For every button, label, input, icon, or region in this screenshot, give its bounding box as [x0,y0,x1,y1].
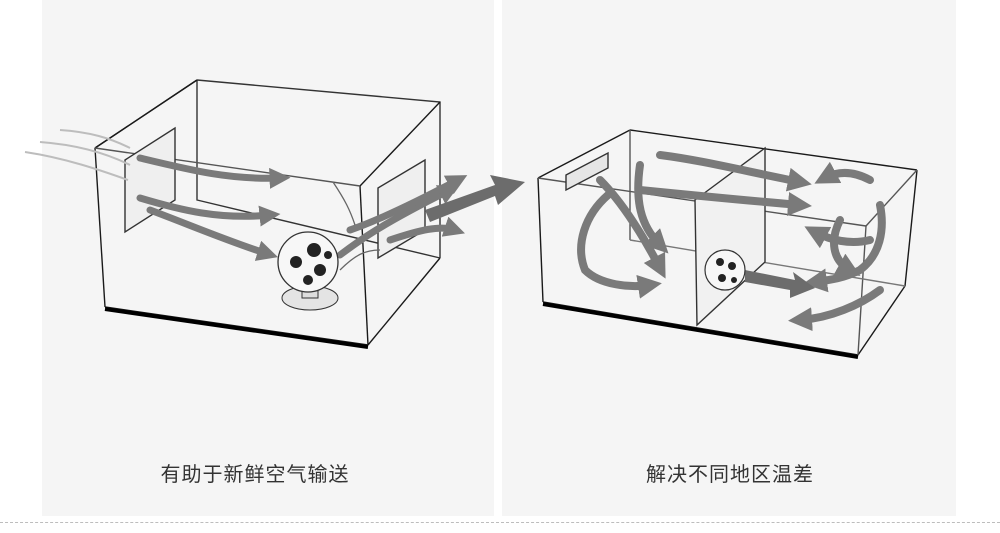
bottom-dashed-divider [0,522,1000,523]
caption-fresh-air: 有助于新鲜空气输送 [160,462,350,486]
left-fan-icon [277,231,339,311]
right-fan-outflow-arrow [745,270,815,298]
airflow-illustrations [24,79,918,359]
left-outflow-big-arrow [425,175,525,222]
right-fan-icon [704,249,746,291]
left-box-airflow-arrows [136,154,468,261]
left-incoming-air-streaks [24,129,131,181]
caption-temperature-difference: 解决不同地区温差 [646,462,814,486]
right-box-airflow-arrows [577,151,886,332]
